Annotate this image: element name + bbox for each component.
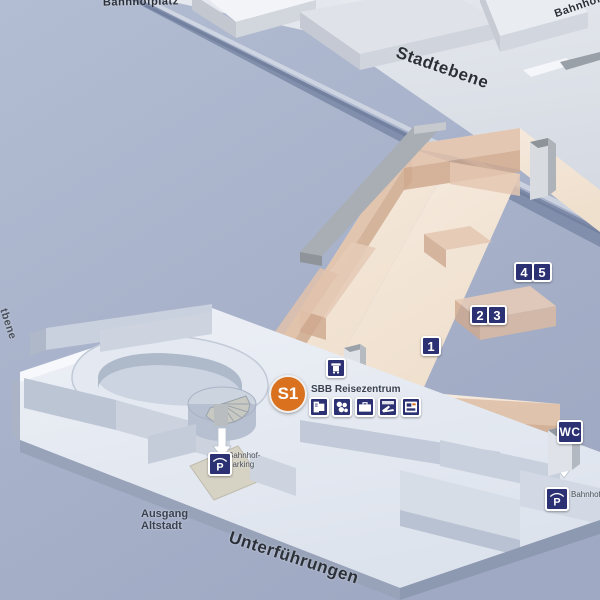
ticket-counter-icon xyxy=(313,401,325,413)
ticket-counter-icon-badge[interactable] xyxy=(309,397,329,417)
parking-p-icon: P xyxy=(212,457,228,474)
city-buildings xyxy=(192,0,600,77)
platform-badge-5[interactable]: 5 xyxy=(532,262,552,282)
luggage-trolley-icon xyxy=(331,363,341,374)
luggage-trolley-icon-badge[interactable] xyxy=(326,358,346,378)
money-exchange-icon-badge[interactable] xyxy=(332,397,352,417)
platform-badge-3[interactable]: 3 xyxy=(487,305,507,325)
travel-agency-icon-badge[interactable] xyxy=(378,397,398,417)
s1-marker[interactable]: S1 xyxy=(269,375,307,413)
money-exchange-icon xyxy=(336,401,348,413)
cash-machine-icon-badge[interactable] xyxy=(401,397,421,417)
parking-p-icon: P xyxy=(549,492,565,509)
parking-badge-right[interactable]: P xyxy=(545,487,569,511)
platform-badge-1[interactable]: 1 xyxy=(421,336,441,356)
svg-text:P: P xyxy=(553,497,560,509)
parking-garage-level xyxy=(12,304,600,600)
travel-agency-icon xyxy=(382,401,394,413)
service-icon-row[interactable] xyxy=(309,397,421,417)
luggage-icon xyxy=(359,402,371,412)
platform-badge-4[interactable]: 4 xyxy=(514,262,534,282)
wc-badge[interactable]: WC xyxy=(557,420,583,444)
svg-text:P: P xyxy=(216,462,223,474)
cash-machine-icon xyxy=(405,401,417,413)
parking-badge-left[interactable]: P xyxy=(208,452,232,476)
luggage-icon-badge[interactable] xyxy=(355,397,375,417)
